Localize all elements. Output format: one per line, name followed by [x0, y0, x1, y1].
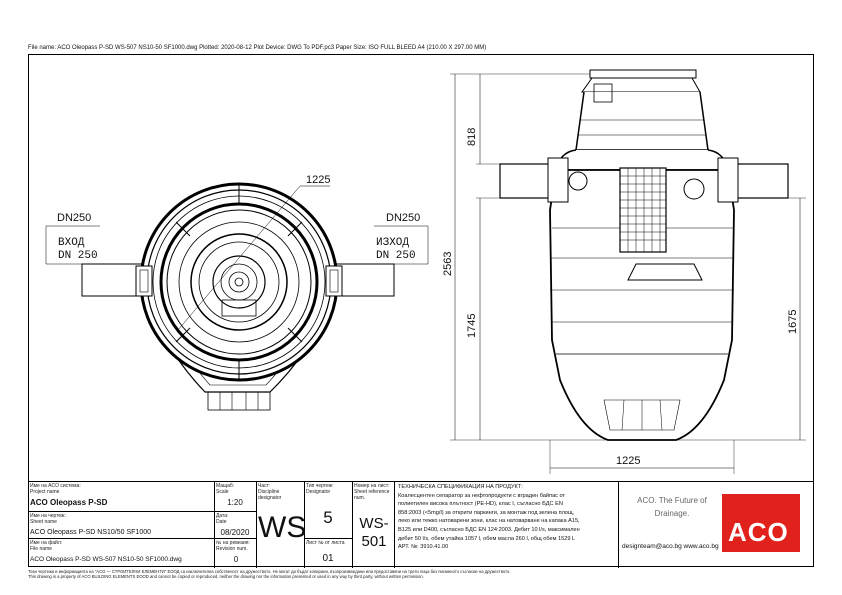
scale-label-en: Scale: [216, 489, 229, 495]
type-label-en: Designator: [306, 489, 331, 495]
dim-lower-label: 1745: [466, 314, 478, 338]
part-label-bg: Част:: [258, 483, 271, 489]
sheet-label-bg: Име на чертеж:: [30, 513, 66, 519]
aco-logo-text: ACO: [728, 517, 789, 547]
date-label-en: Date: [216, 519, 227, 525]
revision-label-bg: № на ревизия:: [216, 540, 250, 546]
file-header: File name: ACO Oleopass P-SD WS-507 NS10…: [28, 45, 487, 51]
scale-label-bg: Мащаб:: [216, 483, 235, 489]
inlet-sub-label: DN 250: [58, 250, 98, 262]
art-number: АРТ. №: 3910.41.00: [398, 544, 449, 551]
inlet-size-label: DN250: [57, 212, 91, 224]
spec-line: B125 или D400, съгласно БДС EN 124:2003.…: [398, 526, 580, 533]
revision-value: 0: [233, 555, 239, 564]
type-label-bg: Тип чертеж:: [306, 483, 334, 489]
date-label-bg: Дата:: [216, 513, 229, 519]
type-value: 5: [323, 508, 333, 527]
sheet-no-label: Лист № от листа: [306, 540, 345, 546]
top-view: [45, 182, 429, 411]
file-label-en: File name: [30, 546, 52, 552]
top-dia-label: 1225: [306, 174, 330, 186]
sheet-no-value: 01: [322, 553, 334, 564]
scale-value: 1:20: [227, 498, 243, 507]
spec-line: 858:2003 (<5mg/l) за открити паркинги, з…: [398, 509, 575, 516]
outlet-size-label: DN250: [386, 212, 420, 224]
ref-value: WS-501: [359, 515, 389, 550]
footer-line-en: This drawing is a property of ACO BUILDI…: [28, 574, 424, 579]
footer-disclaimer: Тези чертежи и информацията на "ACO — СТ…: [28, 569, 814, 579]
file-name: ACO Oleopass P-SD WS-507 NS10-50 SF1000.…: [30, 556, 182, 563]
project-label-bg: Име на ACO система:: [30, 483, 81, 489]
sheet-label-en: Sheet name: [30, 519, 57, 525]
contact-info: designteam@aco.bg www.aco.bg: [622, 543, 719, 550]
slogan-line-2: Drainage.: [654, 509, 690, 518]
sheet-name: ACO Oleopass P-SD NS10/50 SF1000: [30, 529, 152, 536]
side-view: [450, 69, 806, 474]
part-value: WS: [258, 511, 307, 544]
inlet-label: ВХОД: [58, 237, 85, 249]
file-label-bg: Име на файл:: [30, 540, 63, 546]
ref-label-en: Sheet reference num.: [354, 489, 390, 501]
dim-top-label: 818: [466, 128, 478, 146]
outlet-sub-label: DN 250: [376, 250, 416, 262]
spec-line: дебит 50 l/s, обем утайка 1057 l, обем м…: [398, 535, 576, 542]
aco-logo: ACO: [722, 494, 800, 552]
dim-total-label: 2563: [442, 252, 454, 276]
part-label-en: Discipline designator: [258, 489, 282, 501]
spec-line: леко или тежко натоварени зони, клас на …: [398, 518, 580, 525]
spec-title: ТЕХНИЧЕСКА СПЕЦИФИКАЦИЯ НА ПРОДУКТ:: [398, 484, 523, 490]
spec-line: Коалесцентен сепаратор за нефтопродукти …: [398, 492, 566, 499]
ref-label-bg: Номер на лист:: [354, 483, 390, 489]
drawing-frame: [28, 54, 814, 567]
outlet-label: ИЗХОД: [376, 237, 409, 249]
project-name: ACO Oleopass P-SD: [30, 498, 108, 507]
dim-right-label: 1675: [787, 310, 799, 334]
project-label-en: Project name: [30, 489, 60, 495]
date-value: 08/2020: [220, 528, 250, 537]
dim-width-label: 1225: [616, 455, 640, 467]
slogan-line-1: ACO. The Future of: [637, 496, 707, 505]
revision-label-en: Revision num.: [216, 546, 248, 552]
title-block: Име на ACO система: Project name ACO Ole…: [28, 481, 814, 568]
footer-line-bg: Тези чертежи и информацията на "ACO — СТ…: [28, 569, 511, 574]
spec-line: полиетилен висока плътност (PE-HD), клас…: [398, 501, 563, 508]
